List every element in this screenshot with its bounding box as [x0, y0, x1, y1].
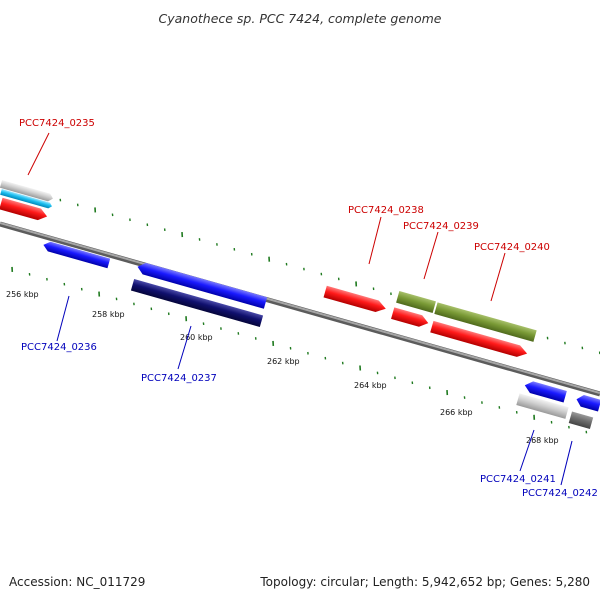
gene-label-0237: PCC7424_0237: [141, 373, 217, 384]
scale-label: 264 kbp: [354, 381, 387, 390]
tick-row-bottom: [11, 266, 588, 434]
gene-arrow-0238: [323, 285, 386, 313]
genome-backbone-highlight: [0, 222, 600, 394]
gene-arrow-blue-right: [524, 381, 567, 403]
accession-text: Accession: NC_011729: [9, 575, 145, 589]
gene-arrow-0235: [0, 197, 48, 221]
gene-label-0235: PCC7424_0235: [19, 118, 95, 129]
scale-label: 256 kbp: [6, 290, 39, 299]
gene-label-0242: PCC7424_0242: [522, 488, 598, 499]
gene-arrow-olive-small: [396, 291, 436, 313]
gene-arrow-0237: [130, 278, 264, 328]
scale-label: 262 kbp: [267, 357, 300, 366]
scale-label: 268 kbp: [526, 436, 559, 445]
gene-arrow-0239: [391, 307, 429, 327]
gene-arrow-0236: [43, 241, 111, 269]
scale-label: 260 kbp: [180, 333, 213, 342]
gene-arrow-0242: [568, 411, 594, 430]
gene-arrow-blue-large: [137, 262, 268, 309]
scale-label: 266 kbp: [440, 408, 473, 417]
gene-arrow-cyan: [0, 189, 52, 209]
scale-label: 258 kbp: [92, 310, 125, 319]
gene-arrow-0241: [516, 393, 569, 419]
genome-info-text: Topology: circular; Length: 5,942,652 bp…: [259, 575, 590, 589]
map-title: Cyanothece sp. PCC 7424, complete genome: [159, 11, 442, 26]
gene-label-0240: PCC7424_0240: [474, 242, 550, 253]
gene-label-0236: PCC7424_0236: [21, 342, 97, 353]
gene-label-0241: PCC7424_0241: [480, 474, 556, 485]
gene-arrow-light-gray: [0, 180, 53, 202]
gene-label-0239: PCC7424_0239: [403, 221, 479, 232]
gene-label-0238: PCC7424_0238: [348, 205, 424, 216]
label-leaders: [27, 132, 573, 486]
gene-arrow-blue-edge: [576, 395, 600, 412]
gene-arrow-red-long: [430, 320, 528, 357]
gene-arrow-0240: [434, 302, 537, 342]
